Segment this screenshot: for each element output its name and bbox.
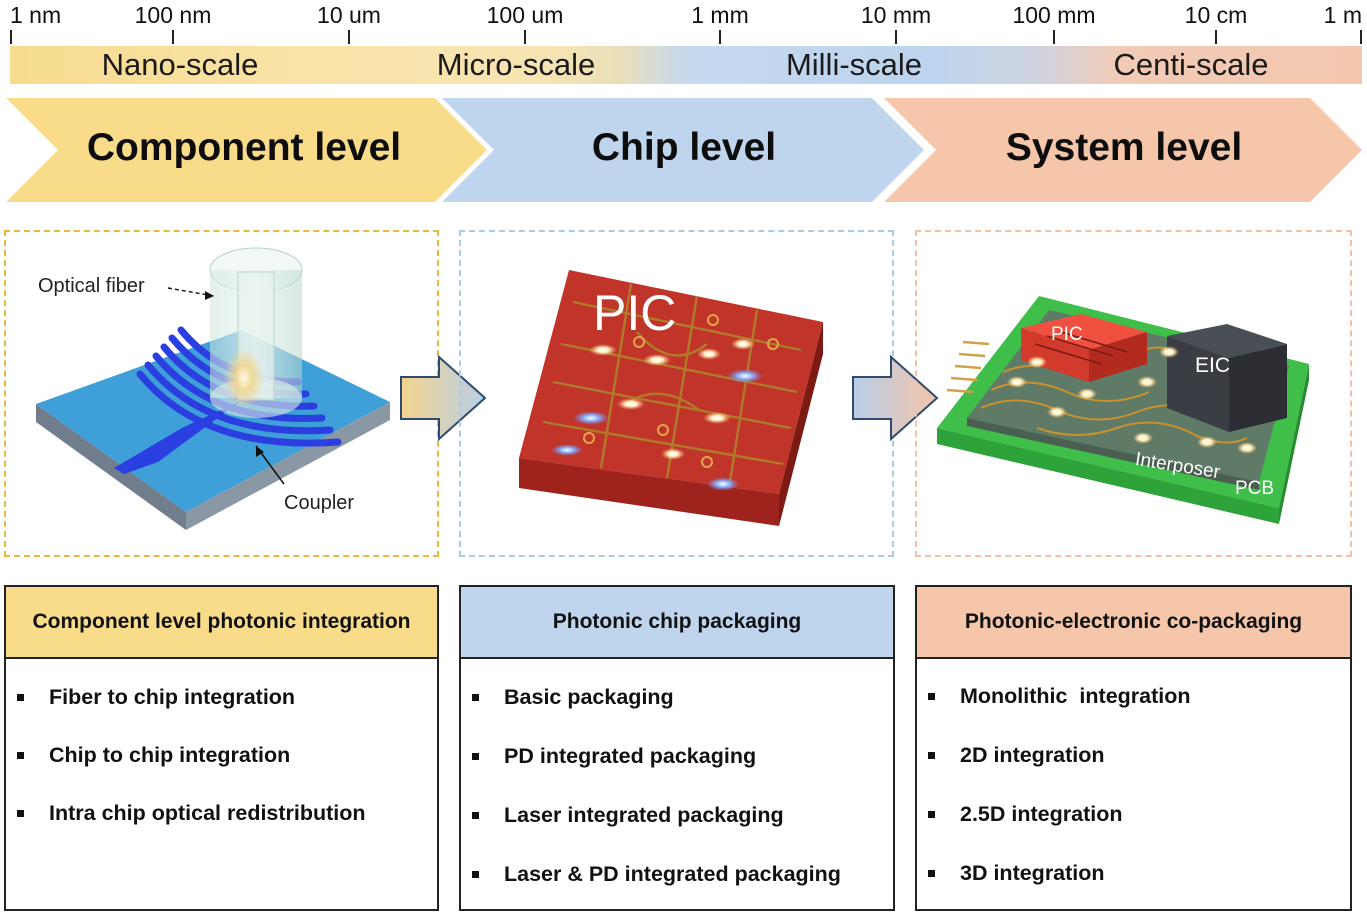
range-milli-scale: Milli-scale bbox=[785, 47, 923, 82]
system-level-box: Photonic-electronic co-packaging Monolit… bbox=[915, 585, 1352, 911]
pic-chip-illustration bbox=[519, 270, 823, 526]
list-item: Intra chip optical redistribution bbox=[6, 801, 437, 826]
tick-mark bbox=[348, 30, 350, 44]
tick-label-100um: 100 um bbox=[486, 2, 564, 28]
list-item: Monolithic integration bbox=[917, 684, 1350, 709]
tick-label-10mm: 10 mm bbox=[860, 2, 932, 28]
transition-arrow-icon bbox=[852, 355, 939, 441]
list-item: PD integrated packaging bbox=[461, 744, 893, 769]
scale-gradient-bar bbox=[10, 46, 1362, 84]
list-item: Basic packaging bbox=[461, 685, 893, 710]
component-level-list: Fiber to chip integration Chip to chip i… bbox=[6, 659, 437, 826]
range-centi-scale: Centi-scale bbox=[1113, 47, 1269, 82]
chip-level-list: Basic packaging PD integrated packaging … bbox=[461, 659, 893, 887]
level-label-chip: Chip level bbox=[591, 126, 777, 169]
component-illustration-panel: Optical fiber Coupler bbox=[4, 230, 439, 557]
coupler-label: Coupler bbox=[284, 492, 355, 514]
fiber-coupler-illustration bbox=[36, 247, 390, 530]
tick-mark bbox=[719, 30, 721, 44]
tick-mark bbox=[1053, 30, 1055, 44]
list-item: 3D integration bbox=[917, 861, 1350, 886]
range-nano-scale: Nano-scale bbox=[101, 47, 259, 82]
list-item: 2.5D integration bbox=[917, 802, 1350, 827]
tick-mark bbox=[1215, 30, 1217, 44]
tick-label-100nm: 100 nm bbox=[134, 2, 212, 28]
pic-die-label: PIC bbox=[1051, 324, 1083, 345]
tick-label-10cm: 10 cm bbox=[1184, 2, 1248, 28]
list-item: Chip to chip integration bbox=[6, 743, 437, 768]
tick-label-1m: 1 m bbox=[1323, 2, 1362, 28]
level-chevrons bbox=[6, 98, 1362, 202]
tick-label-1mm: 1 mm bbox=[691, 2, 749, 28]
tick-mark bbox=[10, 30, 12, 44]
pic-chip-label: PIC bbox=[593, 285, 677, 341]
system-level-list: Monolithic integration 2D integration 2.… bbox=[917, 659, 1350, 886]
list-item: Laser & PD integrated packaging bbox=[461, 862, 893, 887]
list-item: Fiber to chip integration bbox=[6, 685, 437, 710]
eic-die-label: EIC bbox=[1195, 354, 1231, 377]
tick-mark bbox=[172, 30, 174, 44]
box-title-system: Photonic-electronic co-packaging bbox=[917, 587, 1350, 659]
box-title-chip: Photonic chip packaging bbox=[461, 587, 893, 659]
chevron-chip bbox=[442, 98, 924, 202]
box-title-component: Component level photonic integration bbox=[6, 587, 437, 659]
tick-label-100mm: 100 mm bbox=[1012, 2, 1096, 28]
system-illustration-panel: PIC EIC Interposer PCB bbox=[915, 230, 1352, 557]
tick-label-1nm: 1 nm bbox=[10, 2, 62, 28]
tick-mark bbox=[1360, 30, 1362, 44]
length-scale-ruler: 1 nm 100 nm 10 um 100 um 1 mm 10 mm 100 … bbox=[10, 0, 1362, 84]
co-package-illustration bbox=[937, 296, 1309, 524]
chevron-system bbox=[884, 98, 1362, 202]
tick-mark bbox=[524, 30, 526, 44]
range-micro-scale: Micro-scale bbox=[436, 47, 596, 82]
chevron-component bbox=[6, 98, 487, 202]
component-level-box: Component level photonic integration Fib… bbox=[4, 585, 439, 911]
level-label-system: System level bbox=[1005, 126, 1243, 169]
chip-level-box: Photonic chip packaging Basic packaging … bbox=[459, 585, 895, 911]
transition-arrow-icon bbox=[400, 355, 487, 441]
list-item: Laser integrated packaging bbox=[461, 803, 893, 828]
pcb-label: PCB bbox=[1235, 478, 1275, 499]
level-label-component: Component level bbox=[86, 126, 402, 169]
list-item: 2D integration bbox=[917, 743, 1350, 768]
tick-label-10um: 10 um bbox=[317, 2, 381, 28]
optical-fiber-label: Optical fiber bbox=[38, 275, 145, 297]
chip-illustration-panel: PIC bbox=[459, 230, 894, 557]
tick-mark bbox=[895, 30, 897, 44]
